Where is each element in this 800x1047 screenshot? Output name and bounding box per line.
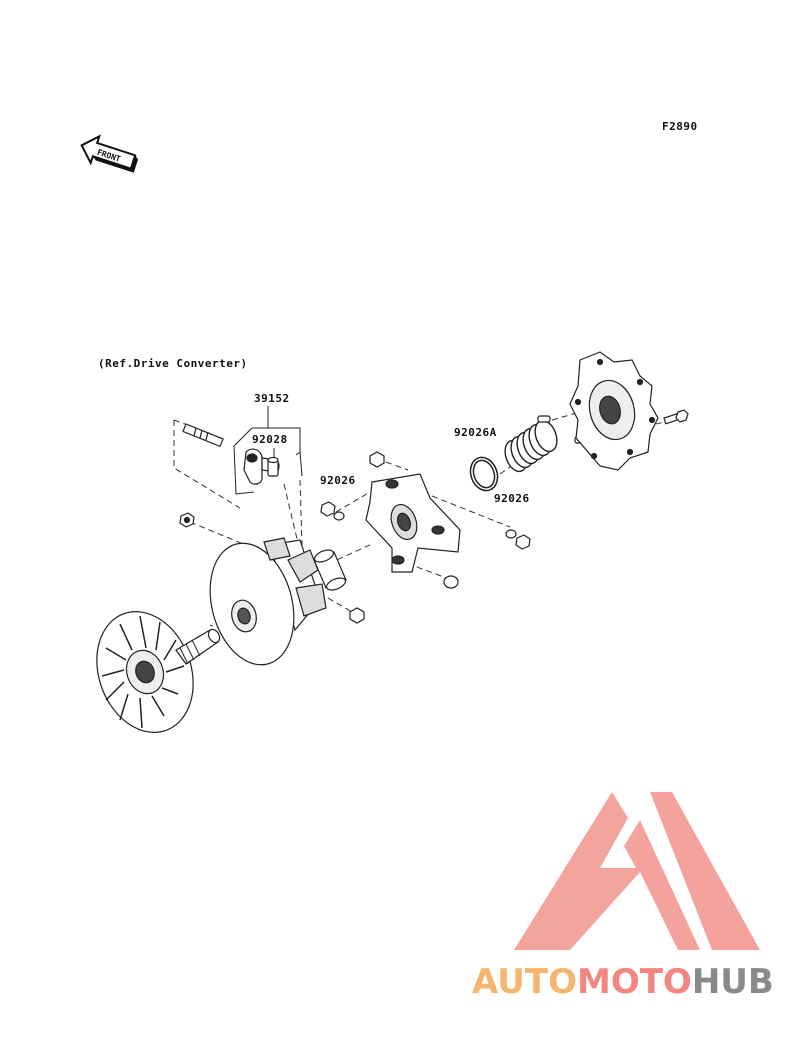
- nut-lower-center: [349, 607, 365, 624]
- nut-92026-left: [320, 501, 345, 521]
- bushing: [313, 549, 347, 591]
- bolt-left: [182, 423, 224, 448]
- figure-code: F2890: [662, 120, 698, 133]
- watermark-hub: HUB: [691, 962, 774, 1002]
- fixed-sheave: [96, 611, 221, 733]
- watermark-logo-icon: [514, 792, 760, 950]
- reference-note: (Ref.Drive Converter): [98, 357, 248, 370]
- callout-92028: 92028: [252, 433, 288, 446]
- nut-lower-right: [443, 575, 459, 589]
- nut-left: [179, 512, 195, 528]
- pin-92028: [267, 456, 279, 477]
- callout-92026-left: 92026: [320, 474, 356, 487]
- movable-sheave: [209, 537, 327, 666]
- front-arrow-icon: FRONT: [80, 134, 139, 173]
- washer-92026A: [469, 456, 499, 492]
- kit-bracket: [233, 406, 303, 495]
- callout-92026-right: 92026: [494, 492, 530, 505]
- nut-top-center: [369, 451, 385, 468]
- cover: [569, 351, 659, 471]
- pin-upper: [537, 415, 551, 423]
- watermark-auto: AUTO: [472, 962, 577, 1002]
- callout-39152: 39152: [254, 392, 290, 405]
- spring: [504, 419, 558, 473]
- callout-92026A: 92026A: [454, 426, 497, 439]
- cover-bolt: [663, 409, 689, 425]
- watermark-moto: MOTO: [576, 962, 692, 1002]
- spider: [365, 473, 461, 573]
- watermark-text: AUTOMOTOHUB: [472, 962, 774, 1002]
- nut-92026-right: [505, 529, 531, 550]
